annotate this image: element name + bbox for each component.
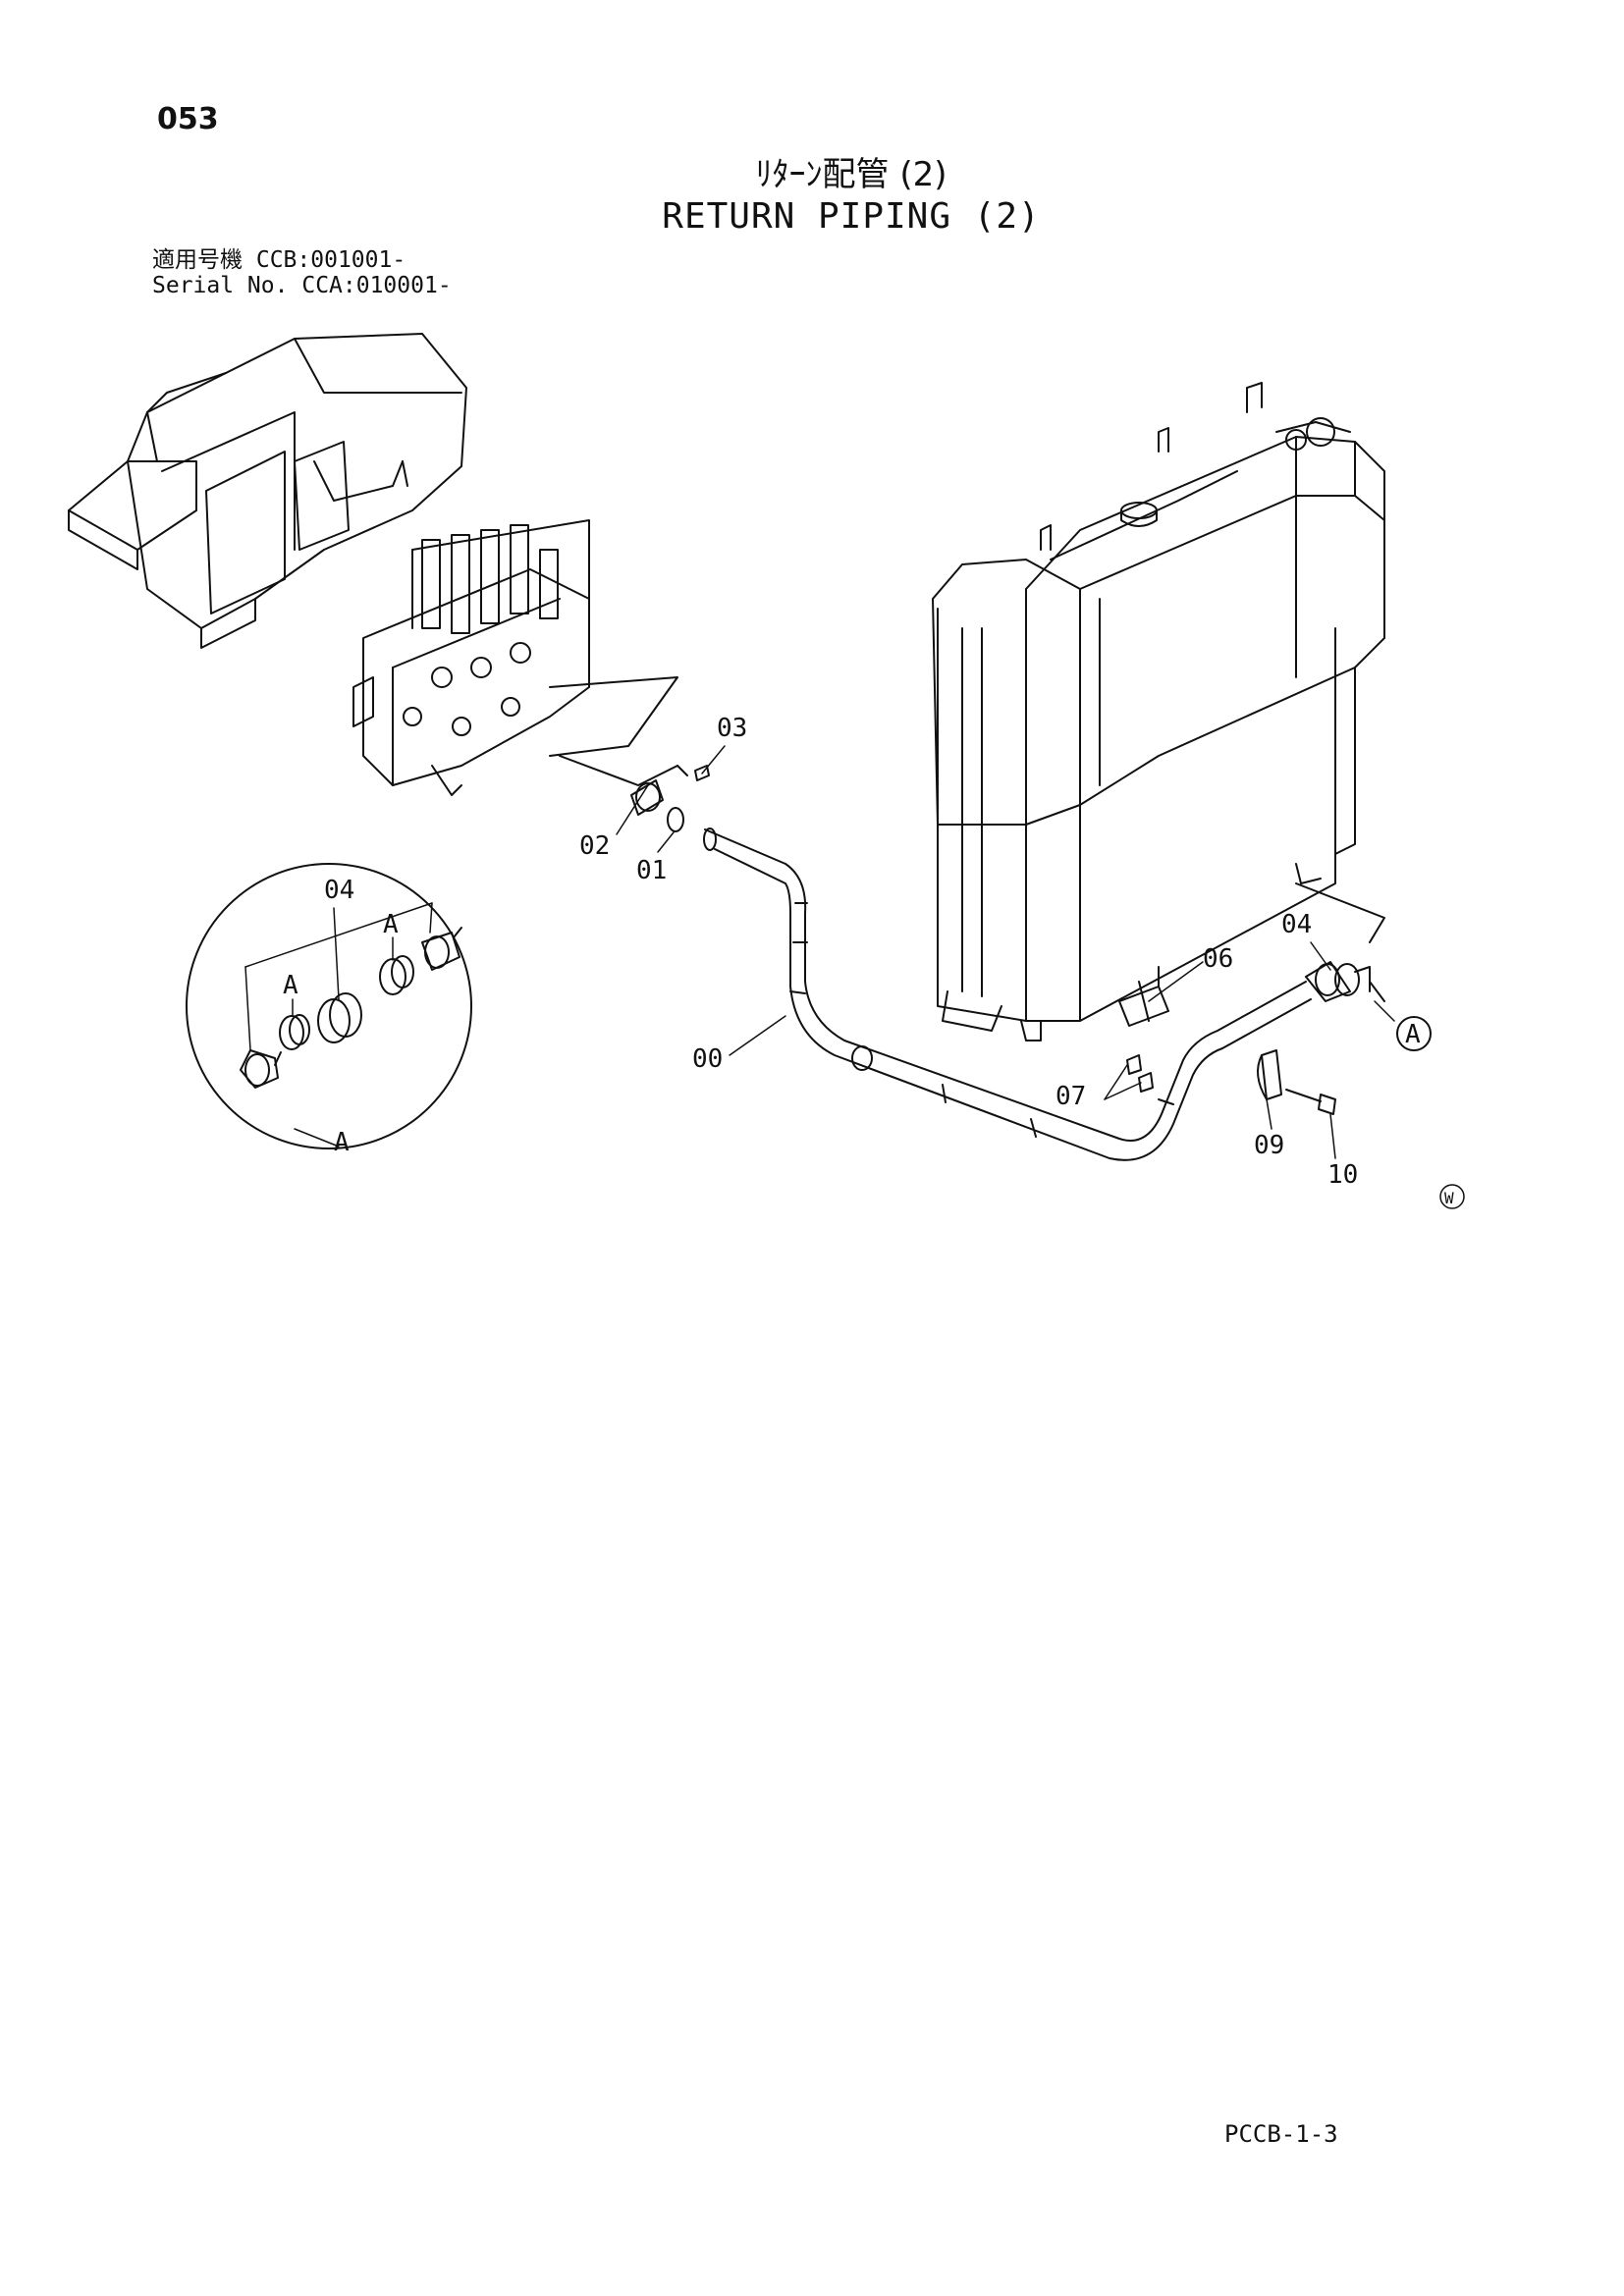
w-mark: W [1439,1184,1465,1209]
valve-outlet-leader [559,755,1385,943]
serial-line-1-label: 適用号機 [152,247,243,273]
detail-label-a2: A [383,910,399,939]
footer-page-code: PCCB-1-3 [1224,2120,1338,2148]
callout-04-detail: 04 [324,876,354,905]
bolt-03 [694,765,710,781]
leader-lines [244,745,1395,1159]
bracket-06 [1118,966,1169,1027]
bolt-10 [1285,1089,1336,1115]
page-number: 053 [157,102,219,136]
control-valve-illustration [352,519,678,796]
callout-01: 01 [636,856,667,885]
w-mark-label: W [1444,1189,1454,1207]
serial-line-1: 適用号機 CCB:001001- [152,247,452,273]
callout-03: 03 [717,714,747,743]
title-japanese: ﾘﾀｰﾝ配管 (2) [755,155,947,194]
callout-09: 09 [1254,1131,1284,1160]
title-english: RETURN PIPING (2) [662,196,1041,237]
excavator-overview-illustration [68,333,467,649]
detail-reference-a-label: A [1405,1020,1421,1049]
callout-02: 02 [579,831,610,861]
callout-10: 10 [1327,1160,1358,1190]
serial-applicability: 適用号機 CCB:001001- Serial No. CCA:010001- [152,247,452,298]
callout-07: 07 [1056,1082,1086,1111]
serial-line-2: Serial No. CCA:010001- [152,273,452,298]
detail-view-title: A [334,1128,350,1157]
callout-06: 06 [1203,944,1233,974]
hose-clamp-04 [1305,961,1385,1002]
detail-label-a1: A [283,971,298,1000]
serial-line-1-value: CCB:001001- [255,247,406,273]
detail-reference-a: A [1396,1016,1432,1051]
bolts-07 [1126,1054,1154,1093]
o-ring-01 [667,807,684,832]
clamp-09 [1257,1049,1282,1100]
detail-view-a [186,863,472,1149]
serial-line-2-label: Serial No. [152,273,289,298]
radiator-assembly-illustration [932,382,1385,1041]
callout-04-main: 04 [1281,910,1312,939]
callout-labels: 00 01 02 03 04 04 06 07 09 10 A A A [283,714,1358,1190]
callout-00: 00 [692,1044,723,1074]
return-pipe-00 [703,828,1312,1161]
serial-line-2-value: CCA:010001- [301,273,452,298]
